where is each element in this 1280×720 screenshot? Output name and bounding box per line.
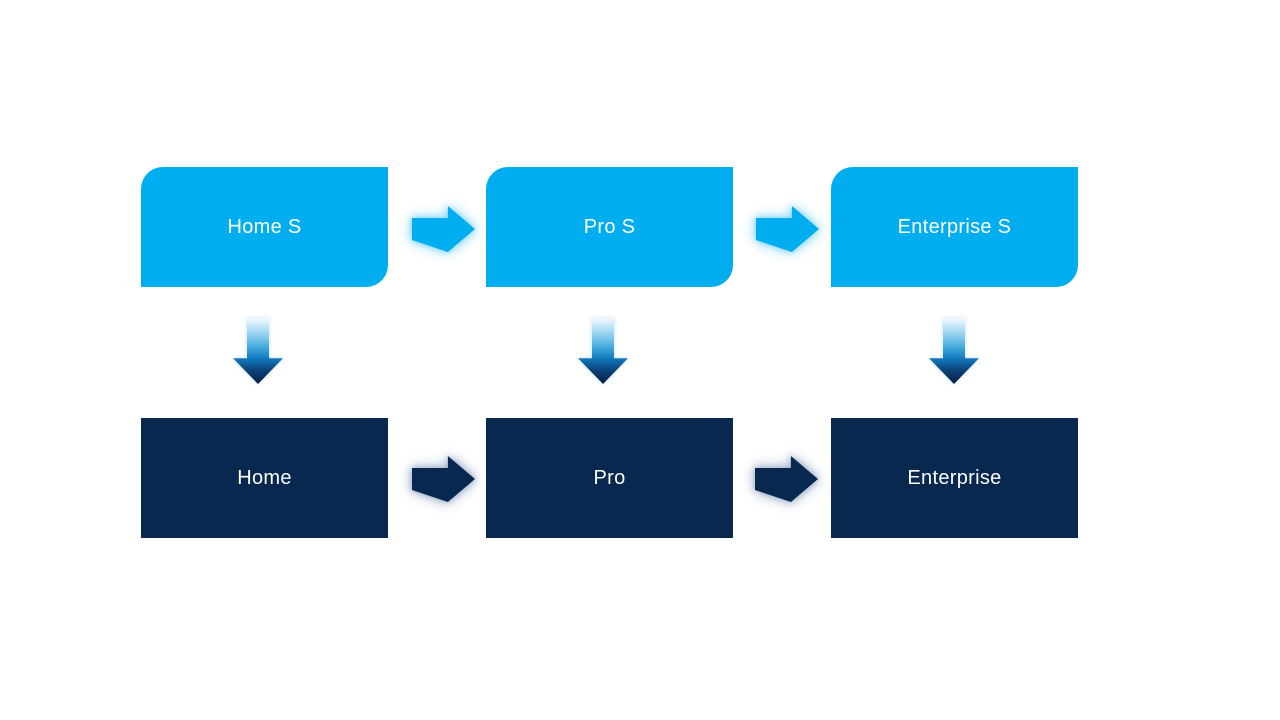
shape-enterprise: Enterprise [831, 418, 1078, 538]
shape-home-s: Home S [141, 167, 388, 287]
down-arrow-2-shape [578, 318, 628, 384]
right-arrow-bottom-1-shape [412, 456, 475, 502]
right-arrow-bottom-1-icon [412, 456, 475, 502]
shape-enterprise-s-label: Enterprise S [897, 215, 1012, 238]
right-arrow-top-2-icon [756, 206, 819, 252]
right-arrow-bottom-2-icon [755, 456, 818, 502]
shape-home-s-label: Home S [227, 215, 302, 238]
down-arrow-1-icon [233, 318, 283, 384]
shape-home: Home [141, 418, 388, 538]
down-arrow-2-icon [578, 318, 628, 384]
down-arrow-1-shape [233, 318, 283, 384]
right-arrow-top-1-icon [412, 206, 475, 252]
shape-pro: Pro [486, 418, 733, 538]
shape-enterprise-s: Enterprise S [831, 167, 1078, 287]
right-arrow-top-1-shape [412, 206, 475, 252]
down-arrow-3-shape [929, 318, 979, 384]
right-arrow-bottom-2-shape [755, 456, 818, 502]
right-arrow-top-2-shape [756, 206, 819, 252]
shape-enterprise-label: Enterprise [907, 466, 1002, 489]
shape-pro-s: Pro S [486, 167, 733, 287]
shape-pro-s-label: Pro S [583, 215, 636, 238]
shape-home-label: Home [237, 466, 292, 489]
shape-pro-label: Pro [593, 466, 626, 489]
down-arrow-3-icon [929, 318, 979, 384]
